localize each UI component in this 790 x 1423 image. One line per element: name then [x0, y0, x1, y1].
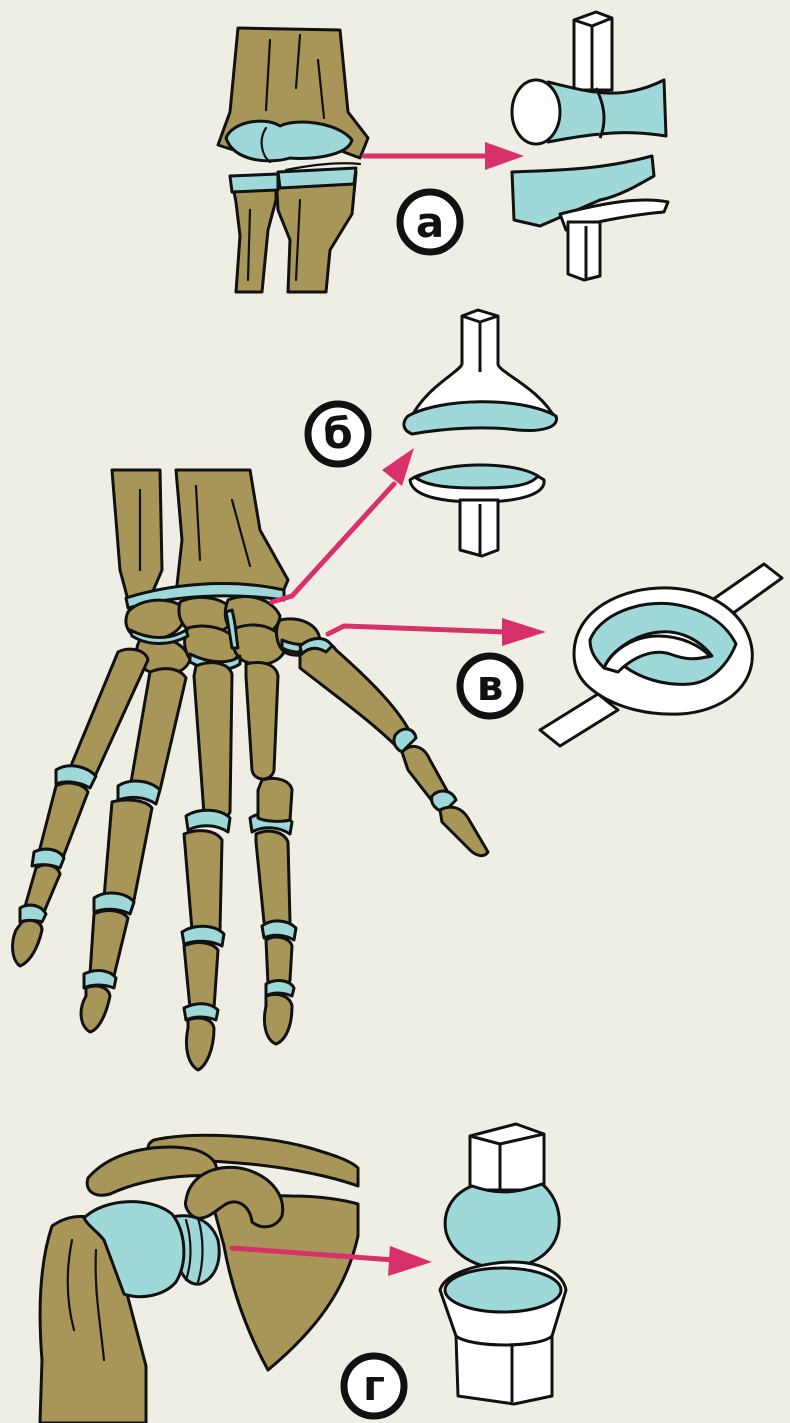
index-finger — [246, 663, 296, 1045]
hinge-joint-model — [512, 12, 668, 280]
scapula-bone — [210, 1194, 358, 1370]
ball-and-socket-joint-model — [440, 1124, 566, 1404]
carpal-bones — [126, 597, 320, 675]
label-a-badge: а — [400, 192, 460, 252]
label-v-badge: в — [460, 656, 520, 716]
label-b-text: б — [323, 409, 352, 458]
arrow-to-saddle-model — [328, 626, 506, 634]
label-g-badge: г — [344, 1356, 404, 1416]
ulna-bone — [276, 172, 356, 292]
middle-finger — [182, 663, 232, 1070]
saddle-joint-model — [540, 564, 782, 746]
ulna-forearm-bone — [112, 470, 162, 600]
label-g-text: г — [363, 1361, 385, 1410]
label-b-badge: б — [308, 404, 368, 464]
panel-g-shoulder-joint: г — [40, 1124, 566, 1423]
panel-a-elbow-joint: а — [218, 12, 668, 292]
thumb — [300, 639, 488, 856]
radius-bone — [232, 180, 276, 292]
panel-b-v-hand: б в — [13, 310, 782, 1070]
label-a-text: а — [416, 198, 444, 247]
radius-forearm-bone — [176, 470, 288, 594]
arrow-to-ellipsoid-model — [272, 484, 394, 602]
label-v-text: в — [477, 661, 504, 710]
elbow-articular-cartilage — [226, 121, 352, 161]
ellipsoid-joint-model — [404, 310, 557, 556]
